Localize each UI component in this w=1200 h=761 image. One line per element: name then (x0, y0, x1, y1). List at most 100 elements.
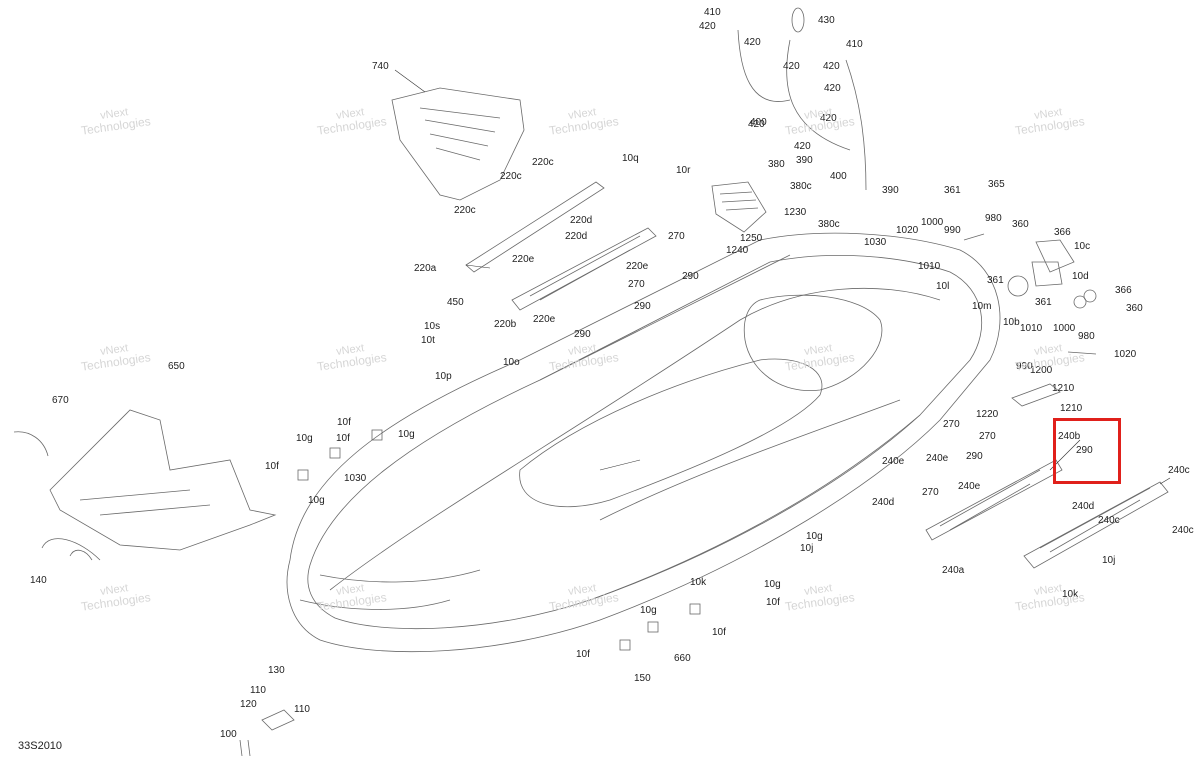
callout-label: 240d (1072, 501, 1095, 512)
part-980-shaft-upper (963, 233, 985, 241)
callout-label: 10g (296, 433, 313, 444)
callout-label: 290 (682, 271, 699, 282)
part-10d-fitting (1031, 261, 1063, 287)
callout-label: 990 (1016, 361, 1033, 372)
callout-label: 1020 (896, 225, 919, 236)
callout-label: 120 (240, 699, 257, 710)
part-240b-rail (925, 459, 1063, 541)
callout-label: 1240 (726, 245, 749, 256)
part-1200-plate (1011, 383, 1061, 407)
callout-label: 10j (1102, 555, 1116, 566)
hull-bow-lines (299, 569, 481, 610)
callout-label: 410 (846, 39, 863, 50)
callout-label: 240c (1172, 525, 1194, 536)
callout-label: 1000 (921, 217, 944, 228)
hull-gunwale (539, 254, 791, 381)
callout-label: 366 (1115, 285, 1132, 296)
callout-label: 380c (790, 181, 812, 192)
part-980-shaft (1067, 351, 1097, 355)
hull-gunwale-2 (589, 414, 921, 601)
hull-seat (519, 358, 823, 508)
callout-label: 365 (988, 179, 1005, 190)
callout-label: 420 (823, 61, 840, 72)
callout-label: 240e (926, 453, 949, 464)
callout-label: 220e (533, 314, 556, 325)
callout-label: 10p (435, 371, 452, 382)
callout-label: 290 (966, 451, 983, 462)
callout-label: 290 (574, 329, 591, 340)
callout-label: 10f (336, 433, 350, 444)
callout-label: 1210 (1060, 403, 1083, 414)
callout-label: 360 (1012, 219, 1029, 230)
callout-label: 110 (294, 704, 310, 715)
callout-label: 1030 (864, 237, 887, 248)
callout-label: 110 (250, 685, 266, 696)
callout-label: 380c (818, 219, 840, 230)
callout-label: 410 (704, 7, 721, 18)
callout-label: 420 (699, 21, 716, 32)
callout-label: 1030 (344, 473, 367, 484)
callout-label: 390 (882, 185, 899, 196)
callout-label: 1230 (784, 207, 807, 218)
callout-label: 361 (987, 275, 1004, 286)
callout-label: 220d (570, 215, 593, 226)
callout-label: 10f (576, 649, 590, 660)
callout-label: 220d (565, 231, 588, 242)
callout-label: 10f (265, 461, 279, 472)
callout-label: 240e (958, 481, 981, 492)
callout-label: 220c (500, 171, 522, 182)
callout-label: 650 (168, 361, 185, 372)
callout-label: 220e (626, 261, 649, 272)
callout-label: 10f (712, 627, 726, 638)
callout-label: 10k (690, 577, 707, 588)
hull-footwell (599, 399, 901, 521)
callout-label: 290 (1076, 445, 1093, 456)
callout-label: 10s (424, 321, 441, 332)
callout-label: 366 (1054, 227, 1071, 238)
callout-label: 10l (936, 281, 950, 292)
callout-label: 400 (750, 117, 767, 128)
callout-label: 10q (622, 153, 639, 164)
callout-label: 220e (512, 254, 535, 265)
callout-label: 390 (796, 155, 813, 166)
callout-label: 240b (1058, 431, 1081, 442)
callout-label: 1200 (1030, 365, 1053, 376)
part-240a-cover (1023, 481, 1169, 569)
hull-engine-bay (743, 294, 883, 392)
callout-label: 10k (1062, 589, 1079, 600)
callout-label: 270 (922, 487, 939, 498)
part-400-hose (737, 29, 851, 151)
callout-label: 10d (1072, 271, 1089, 282)
callout-label: 670 (52, 395, 69, 406)
callout-label: 420 (820, 113, 837, 124)
callout-label: 240d (872, 497, 895, 508)
callout-label: 150 (634, 673, 651, 684)
callout-label: 420 (794, 141, 811, 152)
callout-label: 10j (800, 543, 814, 554)
callout-label: 1250 (740, 233, 763, 244)
part-1230-grille (711, 181, 767, 233)
callout-label: 400 (830, 171, 847, 182)
callout-label: 10m (972, 301, 992, 312)
callout-label: 140 (30, 575, 47, 586)
callout-label: 220b (494, 319, 517, 330)
callout-label: 10g (398, 429, 415, 440)
callout-label: 420 (824, 83, 841, 94)
callout-label: 10f (337, 417, 351, 428)
callout-label: 10f (766, 597, 780, 608)
callout-label: 10g (640, 605, 657, 616)
callout-label: 220a (414, 263, 437, 274)
callout-label: 430 (818, 15, 835, 26)
callout-label: 420 (783, 61, 800, 72)
part-120-bracket (261, 709, 295, 731)
callout-label: 10g (764, 579, 781, 590)
callout-label: 1210 (1052, 383, 1075, 394)
callout-label: 240c (1098, 515, 1120, 526)
callout-label: 450 (447, 297, 464, 308)
hull-outline (286, 232, 1001, 653)
callout-label: 1010 (1020, 323, 1043, 334)
callout-label: 10g (308, 495, 325, 506)
callout-label: 360 (1126, 303, 1143, 314)
